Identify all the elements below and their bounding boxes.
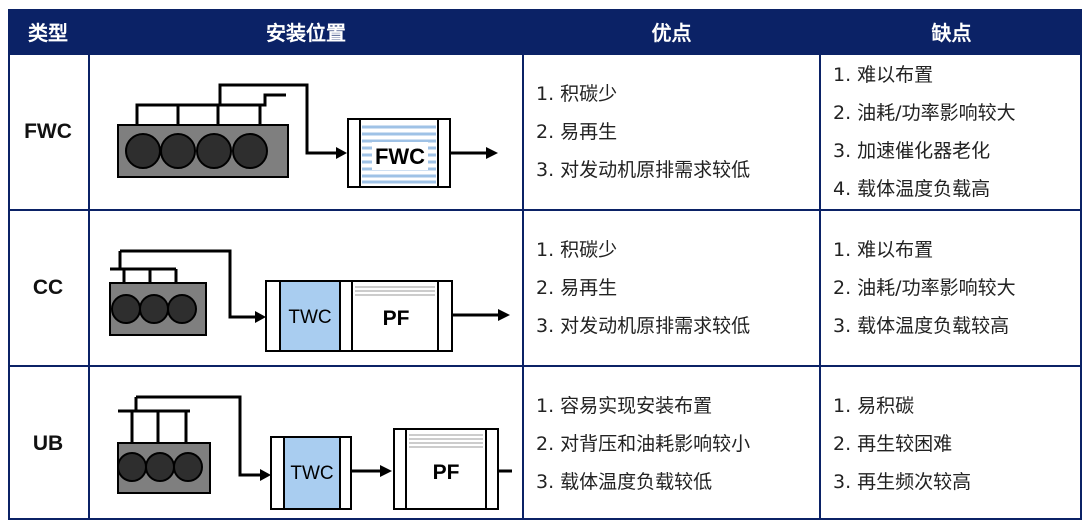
advantage-item: 1. 积碳少 [536,239,618,261]
divider [8,365,1082,367]
divider [8,518,1082,520]
advantage-item: 3. 对发动机原排需求较低 [536,315,751,337]
location-diagram-ub: TWC PF [90,367,522,520]
disadvantage-item: 4. 载体温度负载高 [833,178,991,200]
fwc-layout-diagram: FWC [117,83,498,188]
advantage-item: 2. 易再生 [536,121,618,143]
pf-block-label: PF [433,461,460,484]
disadvantage-item: 1. 难以布置 [833,239,934,261]
header-disadvantages: 缺点 [821,9,1082,53]
disadvantage-item: 2. 再生较困难 [833,432,953,455]
location-diagram-fwc: FWC [90,55,522,209]
cc-layout-diagram: TWC PF [109,249,510,352]
disadvantage-item: 3. 加速催化器老化 [833,140,991,162]
divider [8,53,1082,55]
divider [8,9,10,520]
advantage-item: 1. 积碳少 [536,83,618,105]
advantage-item: 2. 易再生 [536,277,618,299]
row-type-label: UB [8,367,88,520]
twc-block-label: TWC [288,307,331,328]
row-type-label: FWC [8,55,88,209]
ub-layout-diagram: TWC PF [117,395,512,510]
disadvantage-item: 2. 油耗/功率影响较大 [833,102,1016,124]
disadvantages-cell: 1. 难以布置 2. 油耗/功率影响较大 3. 载体温度负载较高 [821,211,1082,365]
divider [522,9,524,520]
table-row-fwc: FWC [8,55,1082,209]
disadvantages-cell: 1. 易积碳 2. 再生较困难 3. 再生频次较高 [821,367,1082,520]
advantage-item: 1. 容易实现安装布置 [536,394,713,417]
disadvantages-cell: 1. 难以布置 2. 油耗/功率影响较大 3. 加速催化器老化 4. 载体温度负… [821,55,1082,209]
disadvantage-item: 1. 易积碳 [833,394,915,417]
twc-block-label: TWC [290,463,333,484]
disadvantage-item: 2. 油耗/功率影响较大 [833,277,1016,299]
header-type: 类型 [8,9,88,53]
disadvantage-item: 1. 难以布置 [833,64,934,86]
row-type-label: CC [8,211,88,365]
header-location: 安装位置 [90,9,522,53]
advantages-cell: 1. 容易实现安装布置 2. 对背压和油耗影响较小 3. 载体温度负载较低 [524,367,819,520]
divider [819,9,821,520]
advantage-item: 3. 载体温度负载较低 [536,470,713,493]
pf-block-label: PF [383,307,410,330]
disadvantage-item: 3. 载体温度负载较高 [833,315,1010,337]
advantage-item: 3. 对发动机原排需求较低 [536,159,751,181]
table-row-ub: UB TWC [8,367,1082,520]
comparison-table: 类型 安装位置 优点 缺点 FWC [8,9,1082,520]
disadvantage-item: 3. 再生频次较高 [833,470,972,493]
fwc-block-label: FWC [375,144,425,169]
location-diagram-cc: TWC PF [90,211,522,365]
advantage-item: 2. 对背压和油耗影响较小 [536,432,751,455]
header-advantages: 优点 [524,9,819,53]
table-row-cc: CC TWC [8,211,1082,365]
divider [1080,9,1082,520]
advantages-cell: 1. 积碳少 2. 易再生 3. 对发动机原排需求较低 [524,55,819,209]
advantages-cell: 1. 积碳少 2. 易再生 3. 对发动机原排需求较低 [524,211,819,365]
divider [88,9,90,520]
divider [8,209,1082,211]
